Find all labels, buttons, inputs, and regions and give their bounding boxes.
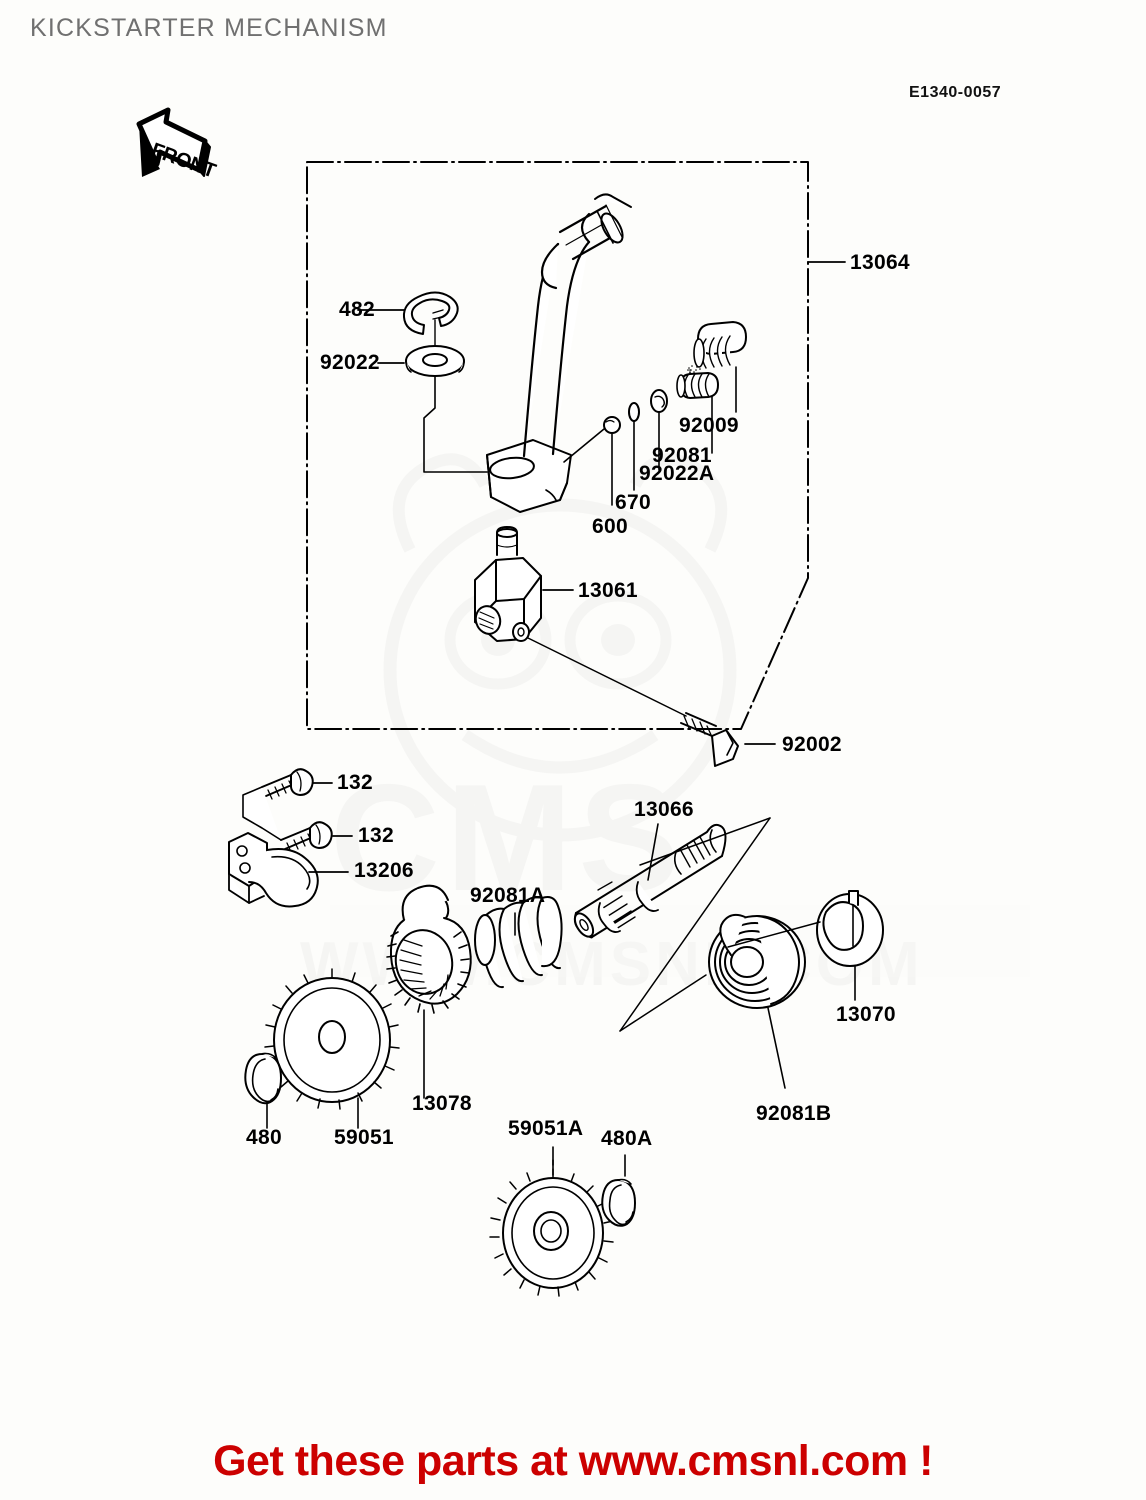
front-arrow-icon: FRONT <box>136 107 218 182</box>
callout-13070: 13070 <box>836 1003 896 1026</box>
part-92081A-spring <box>474 896 563 989</box>
callout-132-upper: 132 <box>337 771 373 794</box>
part-670-pin <box>628 402 640 422</box>
callout-13206: 13206 <box>354 859 414 882</box>
tie-spring-guide <box>727 921 821 948</box>
callout-92002: 92002 <box>782 733 842 756</box>
part-480A-circlip <box>601 1178 636 1227</box>
callout-92009: 92009 <box>679 414 739 437</box>
part-92002-bolt <box>680 712 739 767</box>
callout-92081: 92081 <box>652 444 712 467</box>
callout-92022: 92022 <box>320 351 380 374</box>
part-132-screw-lower <box>280 821 333 853</box>
part-92081-spring <box>676 372 719 399</box>
part-13066-shaft <box>573 823 727 939</box>
part-92081B-spring <box>708 913 806 1009</box>
assembly-boundary-box <box>306 161 809 730</box>
callout-482: 482 <box>339 298 375 321</box>
kick-pedal-lever <box>486 193 632 513</box>
callout-480A: 480A <box>601 1127 653 1150</box>
callout-13061: 13061 <box>578 579 638 602</box>
leader-13066 <box>647 823 659 881</box>
part-13206-bracket <box>228 786 319 908</box>
callout-670: 670 <box>615 491 651 514</box>
assembly-axis-guides <box>619 817 771 1032</box>
svg-text:CMS: CMS <box>330 753 686 923</box>
part-13078-ratchet <box>386 884 472 1014</box>
part-480-circlip <box>244 1052 282 1105</box>
part-92009-screw <box>687 321 747 371</box>
tie-13061-92002 <box>527 637 687 717</box>
part-92022A-washer <box>650 389 668 413</box>
leader-92022-to-hub <box>423 375 488 473</box>
part-92009-bolt <box>688 360 701 374</box>
part-482-eclip <box>402 291 459 335</box>
callout-13078: 13078 <box>412 1092 472 1115</box>
part-13061-holder <box>474 526 542 642</box>
callout-92081A: 92081A <box>470 884 546 907</box>
part-59051-gear <box>264 968 400 1110</box>
callout-13064: 13064 <box>850 251 910 274</box>
part-132-screw-upper <box>261 768 314 800</box>
leader-ball-to-hub <box>563 428 605 463</box>
reference-code: E1340-0057 <box>909 84 1002 101</box>
callout-92022A: 92022A <box>639 462 715 485</box>
callout-480: 480 <box>246 1126 282 1149</box>
callout-600: 600 <box>592 515 628 538</box>
part-13070-guide <box>816 890 884 967</box>
callout-92081B: 92081B <box>756 1102 832 1125</box>
part-600-ball <box>603 416 621 434</box>
part-59051A-gear <box>489 1168 614 1297</box>
callout-13066: 13066 <box>634 798 694 821</box>
footer-cta: Get these parts at www.cmsnl.com ! <box>213 1437 933 1485</box>
leader-92081B <box>767 1007 786 1089</box>
callout-59051: 59051 <box>334 1126 394 1149</box>
callout-59051A: 59051A <box>508 1117 584 1140</box>
part-92022-washer <box>405 345 465 377</box>
page-title: KICKSTARTER MECHANISM <box>30 14 388 42</box>
callout-132-lower: 132 <box>358 824 394 847</box>
